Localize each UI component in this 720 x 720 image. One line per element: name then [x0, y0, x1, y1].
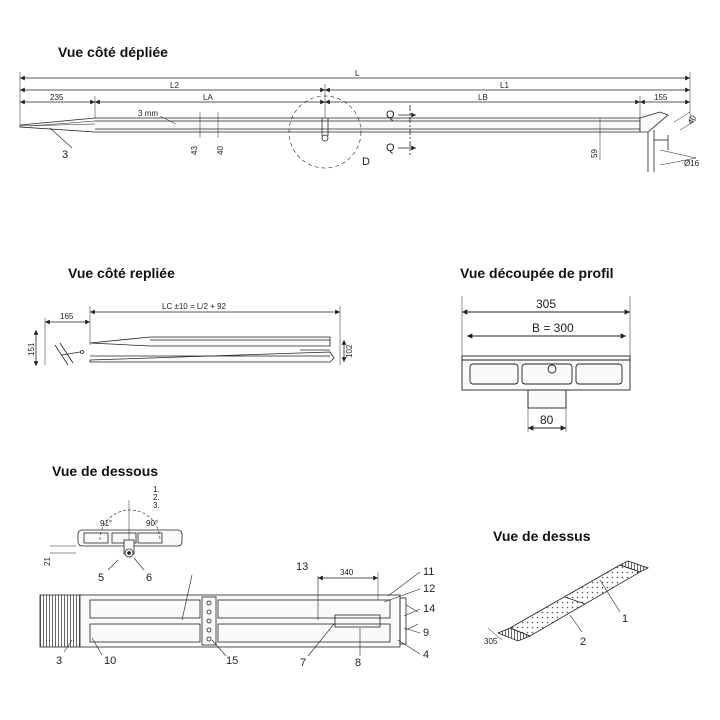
dim-3mm: 3 mm — [138, 109, 158, 118]
angle-90: 90° — [146, 519, 158, 528]
callout-13: 13 — [296, 561, 308, 573]
bottom-plan-drawing — [39, 571, 421, 657]
dim-40a: 40 — [216, 146, 225, 155]
title-profile-cut: Vue découpée de profil — [460, 265, 614, 281]
dim-155: 155 — [654, 93, 668, 102]
dim-40b: 40 — [686, 113, 699, 126]
dim-235: 235 — [50, 93, 64, 102]
dim-305-profile: 305 — [536, 297, 556, 311]
angle-91: 91° — [100, 519, 112, 528]
profile-cut-labels: 305 B = 300 80 — [532, 297, 574, 427]
profile-cut-drawing — [461, 296, 631, 432]
dim-59: 59 — [590, 149, 599, 158]
dim-165: 165 — [60, 312, 74, 321]
title-side-folded: Vue côté repliée — [68, 265, 175, 281]
label-Q-top: Q — [386, 109, 395, 121]
callout-5: 5 — [98, 572, 104, 584]
callout-2: 2 — [580, 636, 586, 648]
dim-B300: B = 300 — [532, 321, 574, 335]
callout-9: 9 — [423, 627, 429, 639]
title-side-unfolded: Vue côté dépliée — [58, 44, 168, 60]
top-view-labels: 305 1 2 — [484, 613, 628, 648]
callout-15: 15 — [226, 655, 238, 667]
callout-8: 8 — [355, 657, 361, 669]
callout-6: 6 — [146, 572, 152, 584]
callout-1: 1 — [622, 613, 628, 625]
dim-21: 21 — [43, 557, 52, 566]
callout-4: 4 — [423, 649, 429, 661]
dim-43: 43 — [190, 146, 199, 155]
bottom-plan-labels: 340 13 3 10 15 7 8 4 9 14 12 11 — [56, 561, 435, 669]
step-2: 2. — [153, 493, 160, 502]
dim-L1: L1 — [500, 81, 509, 90]
title-bottom-view: Vue de dessous — [52, 463, 159, 479]
side-folded-labels: LC ±10 = L/2 + 92 165 151 102 — [27, 302, 354, 358]
dim-LB: LB — [478, 93, 488, 102]
dim-diam16: Ø16 — [684, 159, 700, 168]
step-3: 3. — [153, 501, 160, 510]
title-top-view: Vue de dessus — [493, 528, 591, 544]
dim-L2: L2 — [170, 81, 179, 90]
dim-305-top: 305 — [484, 637, 498, 646]
label-D: D — [362, 156, 370, 168]
dim-LC: LC ±10 = L/2 + 92 — [162, 302, 227, 311]
bottom-profile-drawing — [50, 500, 183, 571]
dim-L: L — [355, 69, 360, 78]
label-Q-bottom: Q — [386, 142, 395, 154]
callout-12: 12 — [423, 583, 435, 595]
side-unfolded-drawing — [19, 72, 697, 172]
dim-LA: LA — [203, 93, 213, 102]
side-folded-drawing — [33, 306, 347, 366]
callout-11: 11 — [423, 566, 434, 578]
dim-151: 151 — [27, 342, 36, 356]
callout-14: 14 — [423, 603, 435, 615]
step-1: 1. — [153, 485, 160, 494]
callout-10: 10 — [104, 655, 116, 667]
bottom-profile-labels: 1. 2. 3. 91° 90° 21 5 6 — [43, 485, 160, 584]
callout-3-bottom: 3 — [56, 655, 62, 667]
dim-340: 340 — [340, 568, 354, 577]
dim-102: 102 — [345, 344, 354, 358]
side-unfolded-labels: L L2 L1 235 LA LB 155 3 mm 43 40 59 40 Ø… — [50, 69, 700, 168]
dim-80: 80 — [540, 413, 554, 427]
top-view-drawing — [487, 560, 650, 642]
callout-3-side: 3 — [62, 149, 68, 161]
callout-7: 7 — [300, 657, 306, 669]
